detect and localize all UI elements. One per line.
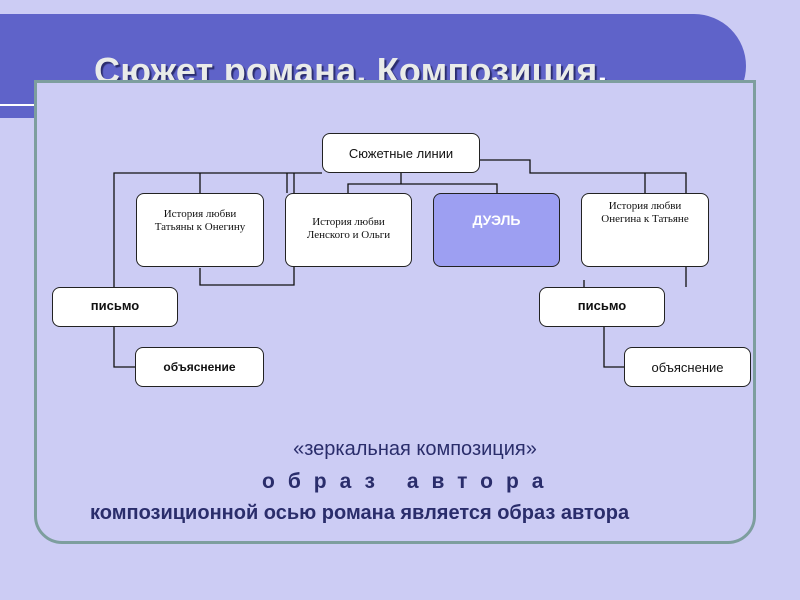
right-explanation-label: объяснение xyxy=(651,359,724,375)
right-letter-box: письмо xyxy=(539,287,665,327)
left-letter-label: письмо xyxy=(90,297,140,313)
connector-right-letter-explanation xyxy=(603,327,625,368)
left-explanation-label: объяснение xyxy=(163,360,236,374)
duel-label: ДУЭЛЬ xyxy=(472,212,521,228)
connector-left-outer xyxy=(113,172,322,290)
mirror-composition-text: «зеркальная композиция» xyxy=(293,438,537,460)
slide-title-dot: . xyxy=(597,50,608,91)
connector-left-letter-explanation xyxy=(113,327,136,368)
author-image-text: образ автора xyxy=(262,470,557,493)
connector-inner-bus xyxy=(347,183,498,193)
root-plotlines-label: Сюжетные линии xyxy=(348,145,454,161)
onegin-love-label: История любви Онегина к Татьяне xyxy=(601,200,689,225)
onegin-love-box: История любви Онегина к Татьяне xyxy=(581,193,709,267)
composition-axis-text: композиционной осью романа является обра… xyxy=(90,502,630,524)
right-explanation-box: объяснение xyxy=(624,347,751,387)
tatiana-love-box: История любви Татьяны к Онегину xyxy=(136,193,264,267)
right-letter-label: письмо xyxy=(577,297,627,313)
duel-box: ДУЭЛЬ xyxy=(433,193,560,267)
left-letter-box: письмо xyxy=(52,287,178,327)
left-explanation-box: объяснение xyxy=(135,347,264,387)
lensky-love-box: История любви Ленского и Ольги xyxy=(285,193,412,267)
root-plotlines-box: Сюжетные линии xyxy=(322,133,480,173)
lensky-love-label: История любви Ленского и Ольги xyxy=(306,216,391,241)
tatiana-love-label: История любви Татьяны к Онегину xyxy=(154,208,246,233)
